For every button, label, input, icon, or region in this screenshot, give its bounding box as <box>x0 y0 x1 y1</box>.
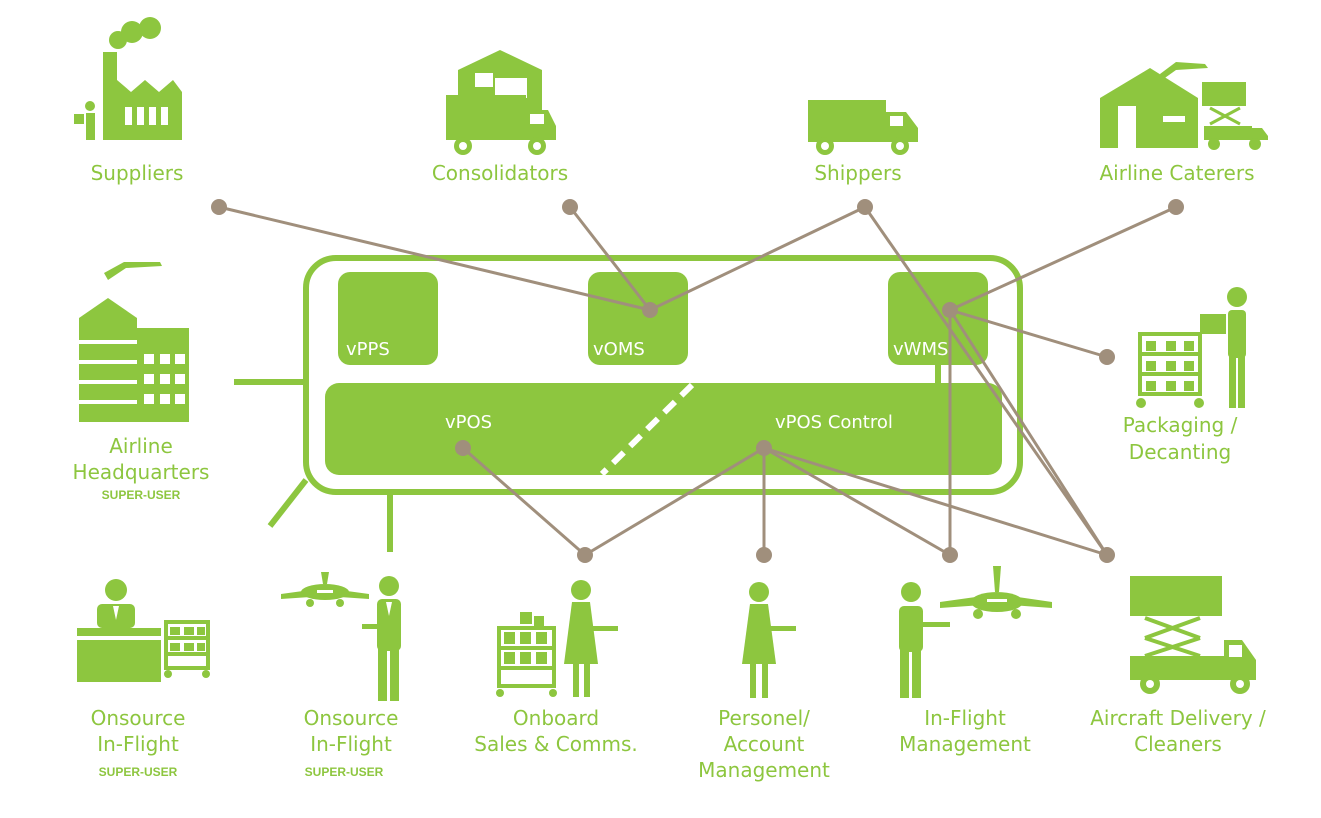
link-vwms-packaging <box>949 308 1108 359</box>
suppliers-label: Suppliers <box>91 161 184 185</box>
vwms-label: vWMS <box>893 339 948 360</box>
vpos-label: vPOS <box>445 412 492 433</box>
stakeholder-onsource-pilot: Onsource In-Flight SUPER-USER <box>281 572 401 779</box>
node-personnel <box>756 547 772 563</box>
crew-airplane-icon <box>899 566 1052 698</box>
onboard-sales-label-line2: Sales & Comms. <box>474 732 638 756</box>
stakeholder-onsource-desk: Onsource In-Flight SUPER-USER <box>77 579 210 779</box>
node-caterers <box>1168 199 1184 215</box>
node-vpos-control <box>756 440 772 456</box>
catering-warehouse-icon <box>1100 62 1268 150</box>
flight-attendant-cart-icon <box>496 580 618 697</box>
vwms-module <box>888 272 988 365</box>
desk-agent-icon <box>77 579 210 682</box>
vpos-control-label: vPOS Control <box>775 412 893 433</box>
link-control-onboard <box>584 446 765 557</box>
node-vpos <box>455 440 471 456</box>
node-inflight <box>942 547 958 563</box>
vpps-label: vPPS <box>346 339 390 360</box>
delivery-truck-icon <box>808 100 918 155</box>
onsource-desk-label-line1: Onsource <box>91 706 186 730</box>
aircraft-delivery-label-line1: Aircraft Delivery / <box>1090 706 1266 730</box>
onsource-pilot-super-user-badge: SUPER-USER <box>305 765 384 779</box>
vpos-divider <box>599 382 695 477</box>
warehouse-worker-icon <box>1136 287 1247 408</box>
factory-icon <box>74 17 182 140</box>
box-truck-icon <box>446 50 556 155</box>
pilot-airplane-icon <box>281 572 401 701</box>
stakeholder-consolidators: Consolidators <box>432 50 568 185</box>
connectors <box>218 205 1177 557</box>
platform-frame <box>303 255 1023 495</box>
onsource-pilot-label-line1: Onsource <box>304 706 399 730</box>
personnel-label-line3: Management <box>698 758 830 782</box>
packaging-label-line1: Packaging / <box>1123 413 1238 437</box>
stakeholder-shippers: Shippers <box>808 100 918 185</box>
node-onboard <box>577 547 593 563</box>
node-vwms <box>942 302 958 318</box>
stakeholder-personnel: Personel/ Account Management <box>698 582 830 782</box>
airline-hq-super-user-badge: SUPER-USER <box>102 488 181 502</box>
onboard-sales-label-line1: Onboard <box>513 706 599 730</box>
aircraft-delivery-label-line2: Cleaners <box>1134 732 1222 756</box>
inflight-mgmt-label-line1: In-Flight <box>924 706 1006 730</box>
stakeholder-suppliers: Suppliers <box>74 17 183 185</box>
core-platform: vPPS vOMS vWMS vPOS vPOS Control <box>234 255 1023 552</box>
packaging-label-line2: Decanting <box>1129 440 1231 464</box>
link-vwms-delivery <box>948 309 1109 556</box>
link-consolidators-voms <box>568 206 652 311</box>
voms-label: vOMS <box>593 339 645 360</box>
node-delivery <box>1099 547 1115 563</box>
vpos-bar <box>325 383 1002 475</box>
stakeholder-airline-headquarters: Airline Headquarters SUPER-USER <box>73 262 210 502</box>
stakeholder-airline-caterers: Airline Caterers <box>1099 62 1268 185</box>
stakeholder-onboard-sales: Onboard Sales & Comms. <box>474 580 638 756</box>
node-consolidators <box>562 199 578 215</box>
flight-attendant-icon <box>742 582 796 698</box>
link-control-inflight <box>763 446 951 557</box>
voms-module <box>588 272 688 365</box>
link-control-delivery <box>763 446 1108 557</box>
link-shippers-delivery <box>863 206 1109 556</box>
stakeholder-packaging: Packaging / Decanting <box>1123 287 1247 464</box>
consolidators-label: Consolidators <box>432 161 568 185</box>
shippers-label: Shippers <box>814 161 901 185</box>
link-vpos-onboard <box>462 446 586 557</box>
airline-hq-label-line2: Headquarters <box>73 460 210 484</box>
onsource-pilot-label-line2: In-Flight <box>310 732 392 756</box>
personnel-label-line1: Personel/ <box>718 706 810 730</box>
onsource-desk-super-user-badge: SUPER-USER <box>99 765 178 779</box>
onsource-desk-label-line2: In-Flight <box>97 732 179 756</box>
node-voms <box>642 302 658 318</box>
stakeholder-aircraft-delivery: Aircraft Delivery / Cleaners <box>1090 576 1266 756</box>
vpps-module <box>338 272 438 365</box>
airline-hq-label-line1: Airline <box>109 434 173 458</box>
personnel-label-line2: Account <box>724 732 805 756</box>
headquarters-building-icon <box>79 262 189 422</box>
airline-caterers-label: Airline Caterers <box>1099 161 1254 185</box>
stakeholder-inflight-management: In-Flight Management <box>899 566 1052 756</box>
node-shippers <box>857 199 873 215</box>
link-caterers-vwms <box>949 205 1177 312</box>
node-suppliers <box>211 199 227 215</box>
inflight-mgmt-label-line2: Management <box>899 732 1031 756</box>
connector-nodes <box>211 199 1184 563</box>
link-suppliers-voms <box>218 205 651 312</box>
desk-connector-line <box>267 478 309 528</box>
node-packaging <box>1099 349 1115 365</box>
link-shippers-voms <box>649 205 866 312</box>
lift-truck-icon <box>1130 576 1256 694</box>
